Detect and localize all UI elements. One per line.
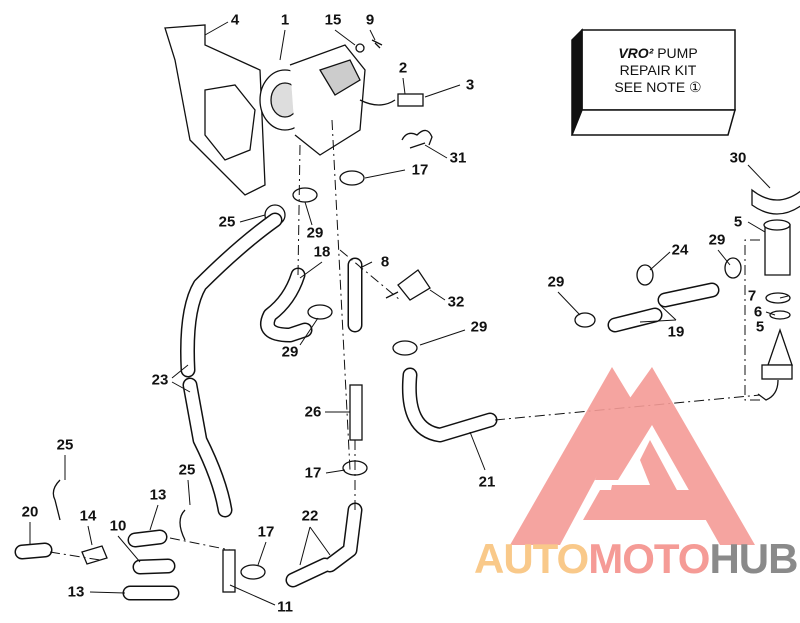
callout: 17 xyxy=(304,464,322,482)
fuel-pump-part-1 xyxy=(259,44,396,156)
kit-brand: VRO² xyxy=(618,45,654,61)
callout: 10 xyxy=(109,517,127,535)
callout: 20 xyxy=(21,503,39,521)
kit-line3: SEE NOTE ① xyxy=(614,79,702,95)
callout: 5 xyxy=(733,213,743,231)
callout: 24 xyxy=(671,241,689,259)
callout: 29 xyxy=(708,231,726,249)
callout: 8 xyxy=(380,253,390,271)
callout: 25 xyxy=(218,213,236,231)
watermark-text: AUTOMOTOHUB xyxy=(474,535,798,583)
callout: 30 xyxy=(729,149,747,167)
watermark-moto: MOTO xyxy=(588,535,710,582)
callout: 21 xyxy=(478,473,496,491)
watermark-hub: HUB xyxy=(709,535,798,582)
watermark-auto: AUTO xyxy=(474,535,589,582)
callout: 17 xyxy=(411,161,429,179)
callout: 19 xyxy=(667,323,685,341)
callout: 7 xyxy=(747,287,757,305)
callout: 29 xyxy=(547,273,565,291)
callout: 4 xyxy=(230,11,240,29)
callout: 23 xyxy=(151,371,169,389)
callout: 11 xyxy=(277,598,293,616)
hoses xyxy=(14,212,720,601)
repair-kit-label: VRO² PUMP REPAIR KIT SEE NOTE ① xyxy=(598,45,718,96)
repair-kit-box xyxy=(570,28,736,136)
callout: 32 xyxy=(447,293,465,311)
dashed-connectors xyxy=(49,119,761,561)
callout: 25 xyxy=(178,461,196,479)
callout: 6 xyxy=(753,303,763,321)
callout: 5 xyxy=(755,318,765,336)
callout: 25 xyxy=(56,436,74,454)
callout: 18 xyxy=(313,243,331,261)
callout: 29 xyxy=(281,343,299,361)
callout: 14 xyxy=(79,507,97,525)
callout: 2 xyxy=(398,59,408,77)
callout: 3 xyxy=(465,76,475,94)
callout: 13 xyxy=(67,583,85,601)
callout: 1 xyxy=(280,11,290,29)
callout: 29 xyxy=(470,318,488,336)
kit-line1: PUMP xyxy=(653,45,698,61)
kit-line2: REPAIR KIT xyxy=(619,62,697,78)
callout: 13 xyxy=(149,486,167,504)
watermark-logo xyxy=(510,367,755,545)
callout: 29 xyxy=(306,224,324,242)
callout: 17 xyxy=(257,523,275,541)
leader-lines xyxy=(29,21,789,606)
callout: 9 xyxy=(365,11,375,29)
callout: 31 xyxy=(449,149,467,167)
callout: 26 xyxy=(304,403,322,421)
callout: 22 xyxy=(301,507,319,525)
callout: 15 xyxy=(324,11,342,29)
